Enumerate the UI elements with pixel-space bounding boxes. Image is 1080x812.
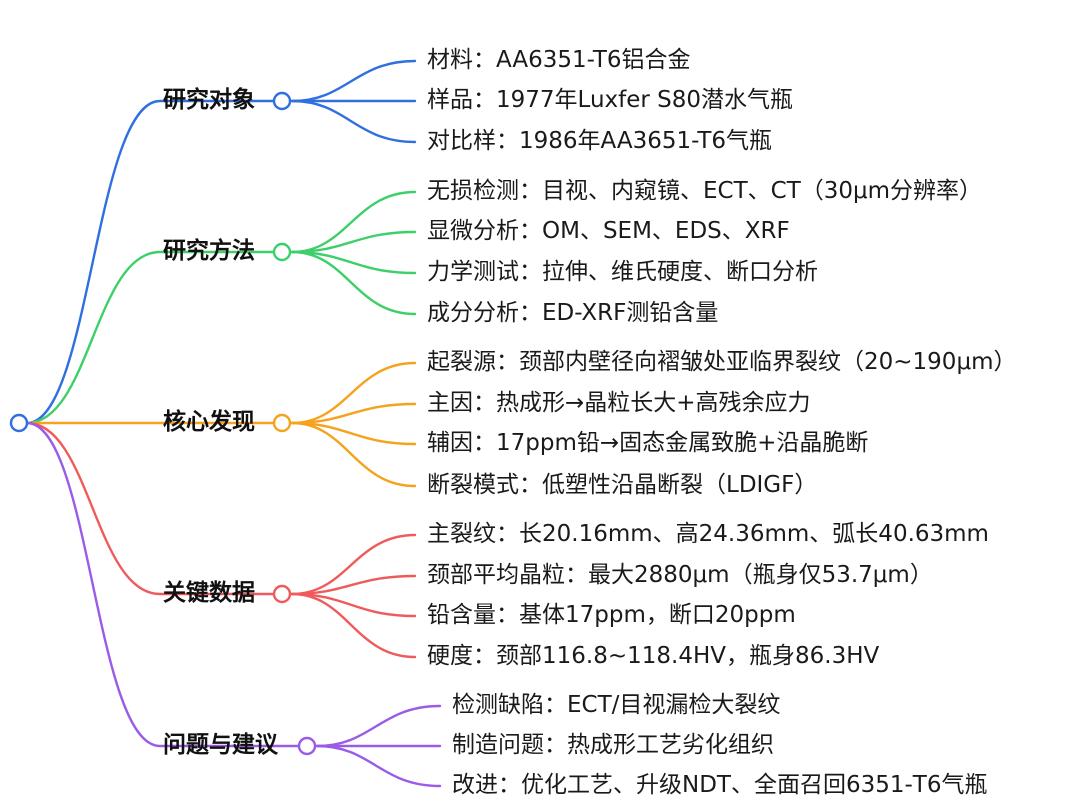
leaf-node-1-2[interactable]: 样品：1977年Luxfer S80潜水气瓶 (427, 87, 794, 113)
branch-collapse-toggle-3[interactable] (272, 413, 292, 433)
leaf-node-2-2[interactable]: 显微分析：OM、SEM、EDS、XRF (427, 218, 790, 244)
edge-branch-5-leaf-1 (315, 704, 442, 748)
leaf-node-3-1[interactable]: 起裂源：颈部内壁径向褶皱处亚临界裂纹（20~190μm） (427, 349, 1017, 375)
edge-branch-3-leaf-3 (290, 421, 417, 446)
leaf-node-3-3[interactable]: 辅因：17ppm铅→固态金属致脆+沿晶脆断 (427, 430, 869, 456)
leaf-node-2-3[interactable]: 力学测试：拉伸、维氏硬度、断口分析 (427, 259, 818, 285)
leaf-node-4-2[interactable]: 颈部平均晶粒：最大2880μm（瓶身仅53.7μm） (427, 562, 933, 588)
edge-root-to-branch-4 (25, 421, 276, 596)
edge-root-to-branch-2 (25, 250, 276, 425)
leaf-node-4-1[interactable]: 主裂纹：长20.16mm、高24.36mm、弧长40.63mm (427, 521, 989, 547)
leaf-node-2-4[interactable]: 成分分析：ED-XRF测铅含量 (427, 300, 719, 326)
root-node-circle[interactable] (9, 413, 29, 433)
edges-layer (25, 59, 442, 788)
node-circles-layer (9, 91, 317, 756)
edge-branch-5-leaf-3 (315, 744, 442, 788)
edge-branch-3-leaf-2 (290, 402, 417, 425)
branch-node-4[interactable]: 关键数据 (163, 580, 255, 606)
leaf-node-1-3[interactable]: 对比样：1986年AA3651-T6气瓶 (427, 128, 773, 154)
edge-branch-2-leaf-4 (290, 250, 417, 316)
leaf-node-3-2[interactable]: 主因：热成形→晶粒长大+高残余应力 (427, 390, 811, 416)
edge-branch-4-leaf-2 (290, 574, 417, 596)
leaf-node-1-1[interactable]: 材料：AA6351-T6铝合金 (427, 47, 691, 73)
edge-branch-2-leaf-1 (290, 190, 417, 254)
edge-root-to-branch-1 (25, 99, 276, 425)
branch-node-5[interactable]: 问题与建议 (163, 732, 278, 758)
edge-branch-4-leaf-4 (290, 592, 417, 659)
edge-branch-1-leaf-1 (290, 59, 417, 103)
edge-branch-2-leaf-3 (290, 250, 417, 275)
leaf-node-5-3[interactable]: 改进：优化工艺、升级NDT、全面召回6351-T6气瓶 (452, 772, 988, 798)
leaf-node-5-1[interactable]: 检测缺陷：ECT/目视漏检大裂纹 (452, 692, 781, 718)
leaf-node-4-4[interactable]: 硬度：颈部116.8~118.4HV，瓶身86.3HV (427, 643, 880, 669)
leaf-node-2-1[interactable]: 无损检测：目视、内窥镜、ECT、CT（30μm分辨率） (427, 178, 983, 204)
branch-collapse-toggle-2[interactable] (272, 242, 292, 262)
edge-branch-2-leaf-2 (290, 230, 417, 254)
leaf-node-4-3[interactable]: 铅含量：基体17ppm，断口20ppm (427, 602, 796, 628)
leaf-node-3-4[interactable]: 断裂模式：低塑性沿晶断裂（LDIGF） (427, 472, 818, 498)
branch-node-1[interactable]: 研究对象 (163, 87, 255, 113)
edge-branch-4-leaf-1 (290, 533, 417, 596)
edge-branch-3-leaf-1 (290, 361, 417, 425)
edge-root-to-branch-5 (25, 421, 301, 748)
branch-collapse-toggle-4[interactable] (272, 584, 292, 604)
edge-branch-1-leaf-3 (290, 99, 417, 144)
branch-collapse-toggle-5[interactable] (297, 736, 317, 756)
branch-node-3[interactable]: 核心发现 (163, 409, 255, 435)
edge-branch-3-leaf-4 (290, 421, 417, 488)
branch-collapse-toggle-1[interactable] (272, 91, 292, 111)
edge-branch-4-leaf-3 (290, 592, 417, 618)
branch-node-2[interactable]: 研究方法 (163, 238, 255, 264)
leaf-node-5-2[interactable]: 制造问题：热成形工艺劣化组织 (452, 732, 774, 758)
